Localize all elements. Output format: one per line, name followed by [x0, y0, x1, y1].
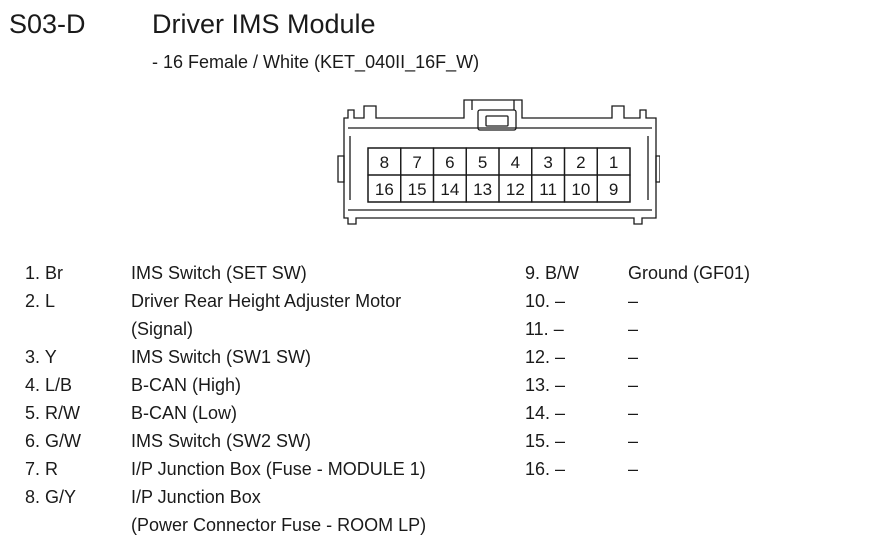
pin-label: 10. – [525, 291, 566, 311]
pin-number: 10 [571, 180, 590, 199]
side-tab-left [337, 155, 345, 183]
side-tab-right [655, 155, 660, 183]
pin-number: 12 [506, 180, 525, 199]
pin-label: 13. – [525, 375, 566, 395]
pin-description: IMS Switch (SET SW) [131, 263, 307, 283]
pin-label: 5. R/W [25, 403, 81, 423]
pin-number: 5 [478, 153, 487, 172]
pin-label: 12. – [525, 347, 566, 367]
pin-label: 16. – [525, 459, 566, 479]
pin-description: Ground (GF01) [628, 263, 751, 283]
pin-number: 7 [412, 153, 421, 172]
pin-description: B-CAN (High) [131, 375, 242, 395]
housing-outline [343, 99, 657, 225]
pin-number: 15 [408, 180, 427, 199]
pin-description: B-CAN (Low) [131, 403, 238, 423]
pin-description: I/P Junction Box (Fuse - MODULE 1) [131, 459, 426, 479]
pin-number: 3 [543, 153, 552, 172]
pin-label: 7. R [25, 459, 59, 479]
pin-number: 14 [440, 180, 459, 199]
pin-cavity [596, 174, 631, 203]
pin-description: (Power Connector Fuse - ROOM LP) [131, 515, 427, 535]
pin-number: 6 [445, 153, 454, 172]
pin-description: (Signal) [131, 319, 194, 339]
pin-description: – [628, 347, 639, 367]
pin-cells: 8 7 6 5 4 3 2 1 16 15 14 13 12 11 10 9 [367, 147, 631, 203]
pin-number: 16 [375, 180, 394, 199]
pin-description: – [628, 403, 639, 423]
pin-description: IMS Switch (SW2 SW) [131, 431, 312, 451]
pin-label: 8. G/Y [25, 487, 77, 507]
pin-label: 9. B/W [525, 263, 580, 283]
pin-label: 11. – [525, 319, 564, 339]
pin-label: 3. Y [25, 347, 57, 367]
pin-label: 6. G/W [25, 431, 82, 451]
pin-number: 8 [380, 153, 389, 172]
pin-number: 2 [576, 153, 585, 172]
pin-number: 13 [473, 180, 492, 199]
connector-code: S03-D [9, 9, 86, 39]
latch [477, 109, 517, 131]
connector-subtitle: - 16 Female / White (KET_040II_16F_W) [152, 52, 480, 72]
housing-inner [348, 127, 652, 211]
pin-label: 14. – [525, 403, 566, 423]
page-title: Driver IMS Module [152, 9, 376, 39]
pin-label: 1. Br [25, 263, 64, 283]
pin-description: – [628, 459, 639, 479]
pin-number: 1 [609, 153, 618, 172]
pin-description: Driver Rear Height Adjuster Motor [131, 291, 402, 311]
pin-description: – [628, 291, 639, 311]
pin-number: 11 [539, 180, 557, 199]
pin-description: IMS Switch (SW1 SW) [131, 347, 312, 367]
connector-diagram: 8 7 6 5 4 3 2 1 16 15 14 13 12 11 10 9 [334, 96, 660, 230]
pin-label: 4. L/B [25, 375, 73, 395]
pin-description: – [628, 431, 639, 451]
pin-label: 2. L [25, 291, 56, 311]
pin-description: – [628, 375, 639, 395]
connector-drawing: 8 7 6 5 4 3 2 1 16 15 14 13 12 11 10 9 [337, 99, 660, 225]
pin-number: 9 [609, 180, 618, 199]
pin-description: I/P Junction Box [131, 487, 261, 507]
pin-description: – [628, 319, 639, 339]
pin-number: 4 [511, 153, 520, 172]
pin-label: 15. – [525, 431, 566, 451]
